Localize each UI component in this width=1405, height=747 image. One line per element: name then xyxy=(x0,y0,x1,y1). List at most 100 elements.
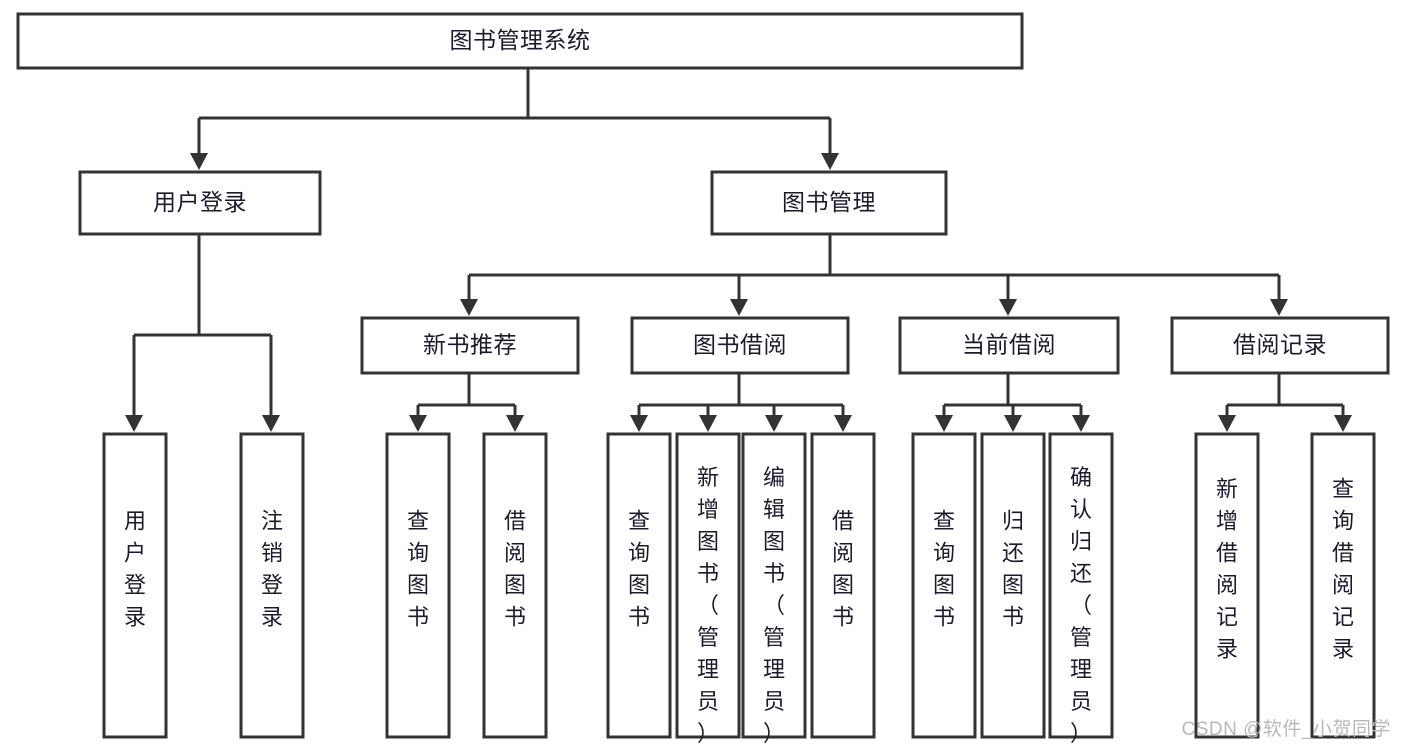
node-box[interactable] xyxy=(1170,316,1390,375)
node-box[interactable] xyxy=(630,316,850,375)
node-label-char: 书 xyxy=(763,561,785,586)
arrow-to-borrow-leaf-3 xyxy=(765,415,783,432)
node-label-char: 图 xyxy=(832,572,854,597)
node-label-char: 借 xyxy=(504,508,526,533)
node-box[interactable] xyxy=(78,170,322,236)
node-box[interactable] xyxy=(898,316,1120,375)
node-box[interactable] xyxy=(1194,432,1260,739)
node-label-char: 记 xyxy=(1216,604,1238,629)
node-box[interactable] xyxy=(1048,432,1114,739)
node-box[interactable] xyxy=(741,432,807,739)
node-label-char: 图 xyxy=(504,572,526,597)
node-label-char: 借 xyxy=(832,508,854,533)
node-label-char: 增 xyxy=(1216,508,1238,533)
arrow-to-borrow-leaf-1 xyxy=(630,415,648,432)
level2-node-当前借阅[interactable]: 当前借阅 xyxy=(898,316,1120,375)
arrow-to-borrow-leaf-2 xyxy=(699,415,717,432)
node-label-char: 管 xyxy=(763,625,785,650)
arrow-to-new-book xyxy=(460,299,478,316)
node-label-char: 书 xyxy=(832,604,854,629)
node-box[interactable] xyxy=(710,170,948,236)
node-box[interactable] xyxy=(606,432,672,739)
node-label-char: 还 xyxy=(1070,561,1092,586)
node-label: 用户登录 xyxy=(153,189,247,215)
node-label-char: 管 xyxy=(1070,625,1092,650)
root-node-图书管理系统[interactable]: 图书管理系统 xyxy=(16,12,1024,70)
node-label-char: （ xyxy=(697,593,719,618)
node-label-char: 录 xyxy=(124,604,146,629)
node-box[interactable] xyxy=(385,432,451,739)
level2-node-图书借阅[interactable]: 图书借阅 xyxy=(630,316,850,375)
node-label-char: 用 xyxy=(124,508,146,533)
node-label-char: 新 xyxy=(1216,476,1238,501)
node-box[interactable] xyxy=(980,432,1046,739)
node-box[interactable] xyxy=(16,12,1024,70)
level1-node-用户登录[interactable]: 用户登录 xyxy=(78,170,322,236)
node-label-char: 书 xyxy=(933,604,955,629)
node-box[interactable] xyxy=(360,316,580,375)
node-label-char: 询 xyxy=(933,540,955,565)
node-label-char: 书 xyxy=(407,604,429,629)
node-label-char: 询 xyxy=(628,540,650,565)
node-label-char: 登 xyxy=(261,572,283,597)
node-label: 新书推荐 xyxy=(423,332,517,358)
arrow-to-record-leaf-1 xyxy=(1218,415,1236,432)
node-label-char: 书 xyxy=(504,604,526,629)
node-label-char: 询 xyxy=(407,540,429,565)
node-box[interactable] xyxy=(239,432,305,739)
node-label-char: ） xyxy=(763,721,785,746)
node-label-char: 图 xyxy=(933,572,955,597)
arrow-to-user-login-leaf-1 xyxy=(125,415,143,432)
node-label: 图书借阅 xyxy=(693,332,787,358)
node-label-char: 阅 xyxy=(832,540,854,565)
leaf-node-用户登录[interactable]: 用户登录 xyxy=(102,432,168,739)
node-label-char: （ xyxy=(1070,593,1092,618)
node-label-char: 询 xyxy=(1332,508,1354,533)
level1-node-图书管理[interactable]: 图书管理 xyxy=(710,170,948,236)
node-label-char: 销 xyxy=(261,540,283,565)
node-label-char: 理 xyxy=(697,657,719,682)
node-label-char: 图 xyxy=(697,529,719,554)
level2-node-新书推荐[interactable]: 新书推荐 xyxy=(360,316,580,375)
node-label: 借阅记录 xyxy=(1233,332,1327,358)
node-box[interactable] xyxy=(102,432,168,739)
node-label-char: 归 xyxy=(1070,529,1092,554)
arrow-to-current xyxy=(999,299,1017,316)
node-box[interactable] xyxy=(482,432,548,739)
node-label-char: 图 xyxy=(628,572,650,597)
node-label-char: 阅 xyxy=(1216,572,1238,597)
node-box[interactable] xyxy=(810,432,876,739)
node-label-char: 归 xyxy=(1002,508,1024,533)
node-label-char: 查 xyxy=(933,508,955,533)
node-label-char: 辑 xyxy=(763,497,785,522)
node-label-char: 员 xyxy=(1070,689,1092,714)
node-label-char: 记 xyxy=(1332,604,1354,629)
node-label-char: ） xyxy=(1070,721,1092,746)
node-box[interactable] xyxy=(911,432,977,739)
node-label-char: 借 xyxy=(1332,540,1354,565)
node-label-char: 查 xyxy=(1332,476,1354,501)
level2-node-借阅记录[interactable]: 借阅记录 xyxy=(1170,316,1390,375)
node-box[interactable] xyxy=(675,432,741,739)
node-label-char: 确 xyxy=(1070,465,1092,490)
arrow-to-current-leaf-2 xyxy=(1004,415,1022,432)
node-label-char: 增 xyxy=(697,497,719,522)
arrow-to-borrow xyxy=(730,299,748,316)
node-box[interactable] xyxy=(1310,432,1376,739)
arrow-to-user-login-leaf-2 xyxy=(262,415,280,432)
node-label-char: 阅 xyxy=(504,540,526,565)
node-label-char: 录 xyxy=(1332,636,1354,661)
